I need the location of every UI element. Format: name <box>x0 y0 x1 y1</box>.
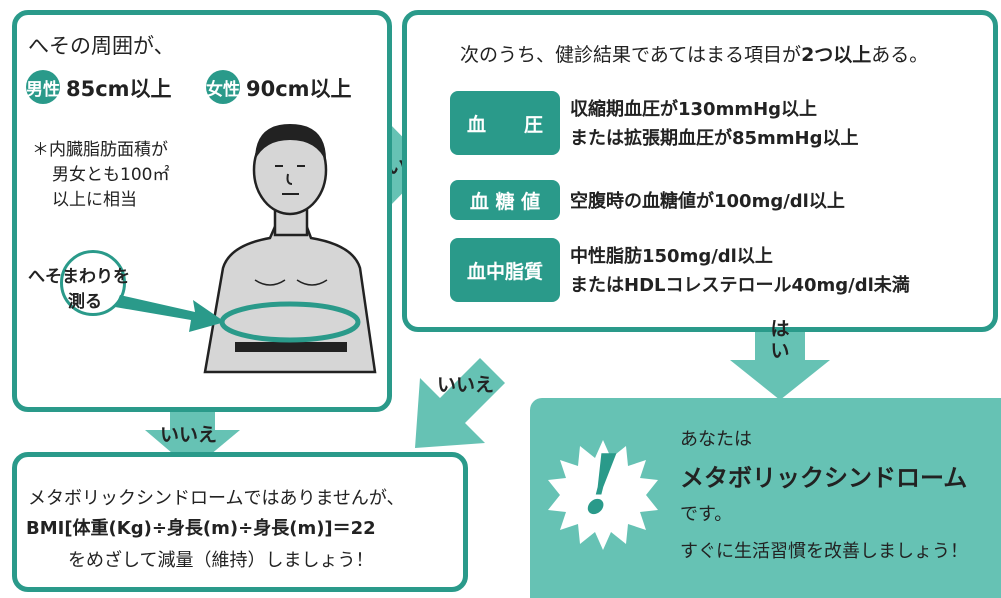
result-no-line-2: BMI[体重(Kg)÷身長(m)÷身長(m)]＝22 <box>26 518 376 539</box>
criteria-intro: 次のうち、健診結果であてはまる項目が2つ以上ある。 <box>460 40 928 67</box>
result-no-box <box>12 452 468 592</box>
no-arrow-down-label: いいえ <box>160 424 218 446</box>
result-yes-line-1: あなたは <box>680 429 752 450</box>
male-badge: 男性 <box>26 70 60 104</box>
yes-arrow-down-text: はい <box>770 318 790 362</box>
criteria-box <box>402 10 998 332</box>
criteria-intro-emphasis: 2つ以上 <box>801 44 872 66</box>
blood-lipids-line-1: 中性脂肪150mg/dl以上 <box>570 246 773 267</box>
criteria-intro-suffix: ある。 <box>871 44 929 66</box>
male-badge-text: 男性 <box>26 79 60 100</box>
blood-pressure-line-1: 収縮期血圧が130mmHg以上 <box>570 99 818 120</box>
criteria-label-blood-lipids: 血中脂質 <box>450 238 560 302</box>
female-badge: 女性 <box>206 70 240 104</box>
blood-sugar-line-1: 空腹時の血糖値が100mg/dl以上 <box>570 191 845 212</box>
blood-lipids-line-2: またはHDLコレステロール40mg/dl未満 <box>570 275 910 296</box>
female-value: 90cm以上 <box>246 77 352 101</box>
waist-heading: へその周囲が、 <box>28 34 175 58</box>
measure-label-line-2: 測る <box>68 292 102 312</box>
result-yes-line-4: すぐに生活習慣を改善しましょう！ <box>680 541 968 562</box>
man-illustration <box>203 124 377 374</box>
criteria-label-blood-pressure: 血 圧 <box>450 91 560 155</box>
result-yes-line-3: です。 <box>680 504 733 525</box>
note-line-2: 男女とも100㎡ <box>52 165 170 185</box>
measure-bubble <box>60 250 126 316</box>
yes-arrow-down-label: はい <box>770 318 790 362</box>
result-no-line-3: をめざして減量（維持）しましょう！ <box>68 550 374 571</box>
male-value: 85cm以上 <box>66 77 172 101</box>
criteria-label-blood-sugar: 血 糖 値 <box>450 180 560 220</box>
blood-pressure-line-2: または拡張期血圧が85mmHg以上 <box>570 128 859 149</box>
result-yes-line-2: メタボリックシンドローム <box>680 464 968 492</box>
measure-label-line-1: へそまわりを <box>28 267 130 287</box>
note-line-1: ＊内臓脂肪面積が <box>32 140 168 160</box>
criteria-intro-prefix: 次のうち、健診結果であてはまる項目が <box>460 44 802 66</box>
note-line-3: 以上に相当 <box>52 190 137 210</box>
result-no-line-1: メタボリックシンドロームではありませんが、 <box>28 488 405 509</box>
exclamation-icon <box>548 440 658 550</box>
measure-pointer-arrow <box>115 295 225 332</box>
no-arrow-diag-label: いいえ <box>437 374 495 396</box>
female-badge-text: 女性 <box>206 79 240 100</box>
